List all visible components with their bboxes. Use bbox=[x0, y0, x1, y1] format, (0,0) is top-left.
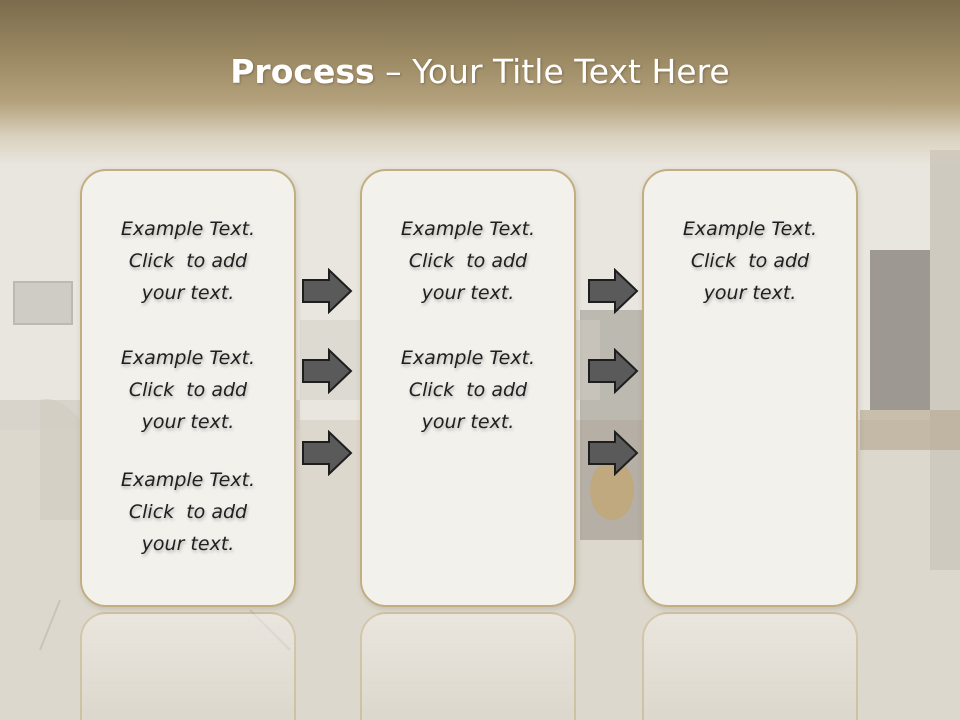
slide-title[interactable]: Process – Your Title Text Here bbox=[0, 52, 960, 91]
text-line: Example Text. bbox=[400, 218, 536, 240]
right-arrow-icon bbox=[588, 430, 639, 476]
process-step-panel-3: Example Text. Click to add your text. bbox=[642, 169, 858, 607]
text-placeholder[interactable]: Example Text. Click to add your text. bbox=[362, 213, 574, 309]
panel-reflection bbox=[80, 612, 296, 720]
text-line: Example Text. bbox=[682, 218, 818, 240]
right-arrow-icon bbox=[588, 268, 639, 314]
title-band bbox=[0, 0, 960, 165]
text-line: Example Text. bbox=[120, 218, 256, 240]
panel-reflection bbox=[360, 612, 576, 720]
right-arrow-icon bbox=[302, 430, 353, 476]
text-line: Click to add bbox=[128, 250, 248, 272]
text-placeholder[interactable]: Example Text. Click to add your text. bbox=[362, 342, 574, 438]
text-line: Click to add bbox=[408, 250, 528, 272]
text-line: your text. bbox=[703, 282, 797, 304]
text-line: your text. bbox=[421, 282, 515, 304]
text-placeholder[interactable]: Example Text. Click to add your text. bbox=[82, 342, 294, 438]
text-line: your text. bbox=[141, 411, 235, 433]
text-line: Click to add bbox=[690, 250, 810, 272]
text-line: your text. bbox=[141, 282, 235, 304]
text-line: your text. bbox=[141, 533, 235, 555]
title-rest-part: – Your Title Text Here bbox=[374, 52, 730, 91]
process-step-panel-2: Example Text. Click to add your text. Ex… bbox=[360, 169, 576, 607]
text-line: Example Text. bbox=[120, 347, 256, 369]
text-placeholder[interactable]: Example Text. Click to add your text. bbox=[82, 213, 294, 309]
title-bold-part: Process bbox=[230, 52, 375, 91]
text-line: Click to add bbox=[408, 379, 528, 401]
text-line: Example Text. bbox=[400, 347, 536, 369]
process-step-panel-1: Example Text. Click to add your text. Ex… bbox=[80, 169, 296, 607]
text-line: Example Text. bbox=[120, 469, 256, 491]
right-arrow-icon bbox=[588, 348, 639, 394]
right-arrow-icon bbox=[302, 268, 353, 314]
text-placeholder[interactable]: Example Text. Click to add your text. bbox=[82, 464, 294, 560]
text-line: Click to add bbox=[128, 379, 248, 401]
text-line: your text. bbox=[421, 411, 515, 433]
text-placeholder[interactable]: Example Text. Click to add your text. bbox=[644, 213, 856, 309]
right-arrow-icon bbox=[302, 348, 353, 394]
panel-reflection bbox=[642, 612, 858, 720]
text-line: Click to add bbox=[128, 501, 248, 523]
